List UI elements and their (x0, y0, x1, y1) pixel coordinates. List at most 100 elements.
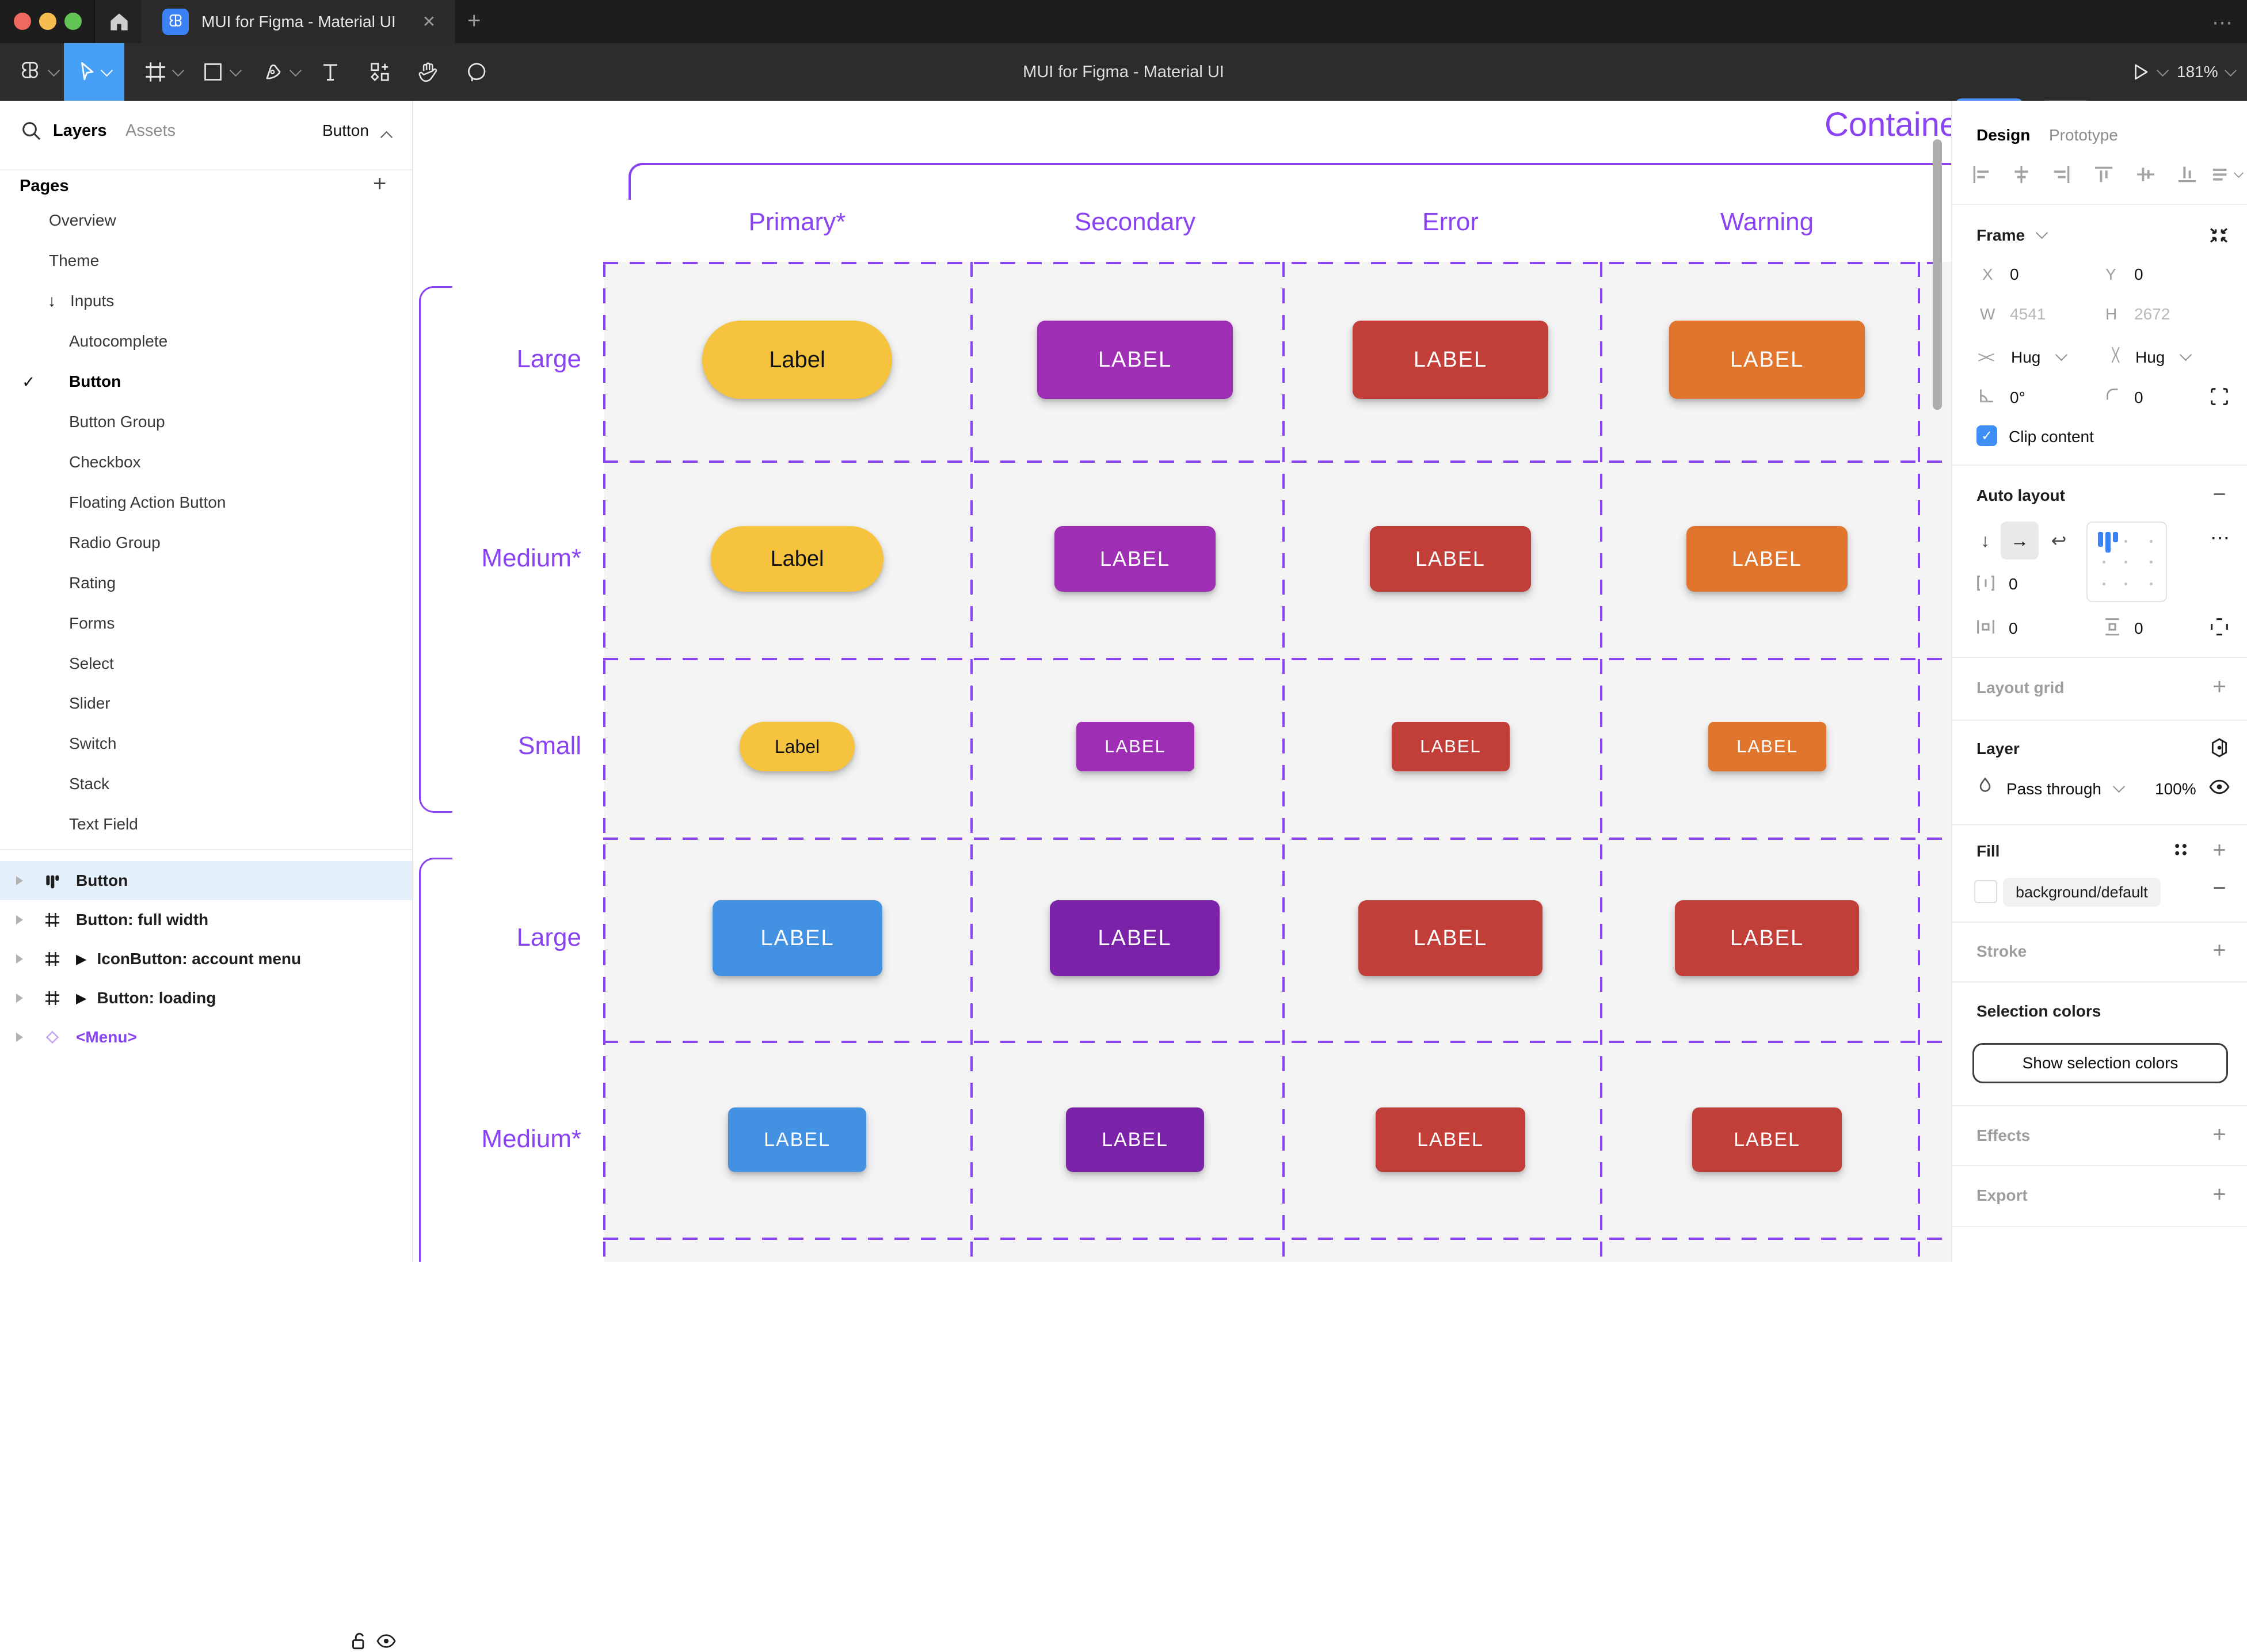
button-large-primary[interactable]: Label (702, 321, 892, 399)
row-label-large[interactable]: Large (516, 345, 581, 373)
page-item-radio-group[interactable]: Radio Group (69, 534, 161, 551)
blend-mode-select[interactable]: Pass through (2006, 780, 2101, 798)
button-large2-secondary[interactable]: LABEL (1050, 900, 1220, 976)
pen-tool[interactable] (258, 43, 289, 101)
button-large2-primary[interactable]: LABEL (713, 900, 882, 976)
auto-layout-more-options[interactable]: ⋯ (2210, 527, 2230, 549)
move-tool-selected[interactable] (64, 43, 124, 101)
button-medium2-primary[interactable]: LABEL (728, 1107, 866, 1172)
show-selection-colors-button[interactable]: Show selection colors (1972, 1043, 2228, 1083)
styles-icon[interactable] (2170, 839, 2192, 861)
tab-layers[interactable]: Layers (53, 121, 107, 140)
button-large-secondary[interactable]: LABEL (1037, 321, 1233, 399)
independent-corners-icon[interactable] (2208, 385, 2231, 408)
page-selector-chevron-up-icon[interactable] (380, 131, 393, 144)
button-medium-error[interactable]: LABEL (1370, 526, 1531, 592)
blend-styles-icon[interactable] (2208, 736, 2231, 759)
text-tool[interactable] (315, 43, 345, 101)
resources-tool[interactable] (364, 43, 396, 101)
button-medium2-warning[interactable]: LABEL (1692, 1107, 1842, 1172)
file-tab[interactable]: MUI for Figma - Material UI ✕ (142, 0, 455, 43)
button-large-warning[interactable]: LABEL (1669, 321, 1865, 399)
canvas-viewport[interactable]: Contained Primary* Secondary Error Warni… (413, 101, 1951, 1262)
page-selector[interactable]: Button (322, 121, 369, 139)
caret-right-icon[interactable] (16, 1033, 23, 1042)
layer-item-button-full-width[interactable]: Button: full width (0, 900, 412, 939)
row-label-medium[interactable]: Medium* (481, 544, 581, 572)
layer-item-iconbutton-account-menu[interactable]: ▶ IconButton: account menu (0, 939, 412, 979)
zoom-control[interactable]: 181% (2177, 43, 2237, 101)
tab-assets[interactable]: Assets (125, 121, 176, 140)
layer-item-menu-instance[interactable]: <Menu> (0, 1018, 412, 1057)
frame-header-chevron-icon[interactable] (2035, 226, 2048, 239)
caret-right-icon[interactable] (16, 876, 23, 885)
traffic-light-maximize[interactable] (64, 13, 82, 30)
chevron-down-icon[interactable] (2179, 348, 2192, 361)
row-label-small[interactable]: Small (517, 732, 581, 760)
page-item-overview[interactable]: Overview (49, 211, 116, 229)
traffic-light-close[interactable] (14, 13, 31, 30)
add-page-button[interactable]: + (373, 171, 387, 196)
button-medium2-error[interactable]: LABEL (1376, 1107, 1525, 1172)
align-horizontal-center-icon[interactable] (2010, 163, 2033, 186)
button-small-secondary[interactable]: LABEL (1076, 722, 1194, 771)
chevron-down-icon[interactable] (2112, 780, 2126, 793)
main-menu-chevron[interactable] (46, 43, 61, 101)
auto-layout-direction-down[interactable]: ↓ (1981, 530, 1990, 551)
add-effect-button[interactable]: + (2212, 1121, 2226, 1147)
canvas-vertical-scrollbar[interactable] (1933, 139, 1942, 410)
rotation-input[interactable]: 0° (2010, 389, 2025, 406)
button-small-error[interactable]: LABEL (1392, 722, 1510, 771)
page-item-autocomplete[interactable]: Autocomplete (69, 332, 168, 350)
present-button[interactable] (2123, 43, 2157, 101)
add-stroke-button[interactable]: + (2212, 937, 2226, 963)
page-item-button-group[interactable]: Button Group (69, 413, 165, 431)
eye-icon[interactable] (375, 1630, 397, 1652)
page-item-button-current[interactable]: ✓Button (22, 372, 121, 391)
frame-tool[interactable] (139, 43, 172, 101)
frame-section-header[interactable]: Frame (1976, 226, 2025, 244)
y-input[interactable]: 0 (2134, 265, 2143, 283)
x-input[interactable]: 0 (2010, 265, 2019, 283)
vertical-sizing-select[interactable]: Hug (2135, 348, 2165, 366)
caret-right-icon[interactable] (16, 954, 23, 964)
button-small-primary[interactable]: Label (740, 722, 855, 771)
column-header-secondary[interactable]: Secondary (1074, 208, 1196, 236)
caret-right-icon[interactable] (16, 994, 23, 1003)
auto-layout-direction-right-selected[interactable]: → (2001, 522, 2039, 559)
width-input[interactable]: 4541 (2010, 305, 2046, 323)
window-overflow-menu-icon[interactable]: ⋯ (2212, 10, 2234, 34)
comment-tool[interactable] (460, 43, 493, 101)
frame-tool-chevron[interactable] (170, 43, 185, 101)
pen-tool-chevron[interactable] (288, 43, 303, 101)
align-right-icon[interactable] (2050, 163, 2073, 186)
page-item-theme[interactable]: Theme (49, 252, 100, 269)
fill-color-swatch[interactable] (1974, 880, 1997, 903)
page-item-rating[interactable]: Rating (69, 574, 116, 592)
button-medium-secondary[interactable]: LABEL (1054, 526, 1216, 592)
auto-layout-alignment-pad[interactable] (2086, 522, 2167, 602)
page-item-slider[interactable]: Slider (69, 694, 111, 712)
chevron-down-icon[interactable] (2055, 348, 2068, 361)
row-label-large-2[interactable]: Large (516, 923, 581, 951)
hand-tool[interactable] (412, 43, 444, 101)
page-item-forms[interactable]: Forms (69, 614, 115, 632)
button-large2-warning[interactable]: LABEL (1675, 900, 1859, 976)
tidy-up-icon[interactable] (2210, 163, 2244, 186)
opacity-input[interactable]: 100% (2155, 780, 2196, 798)
add-export-button[interactable]: + (2212, 1181, 2226, 1207)
shape-tool-chevron[interactable] (228, 43, 243, 101)
tab-close-icon[interactable]: ✕ (422, 13, 436, 31)
column-header-primary[interactable]: Primary* (748, 208, 846, 236)
search-icon[interactable] (20, 119, 43, 142)
add-fill-button[interactable]: + (2212, 837, 2226, 863)
button-large2-error[interactable]: LABEL (1358, 900, 1543, 976)
button-medium-primary[interactable]: Label (711, 526, 883, 592)
layer-item-button-loading[interactable]: ▶ Button: loading (0, 979, 412, 1018)
traffic-light-minimize[interactable] (39, 13, 56, 30)
gap-input[interactable]: 0 (2009, 575, 2018, 593)
independent-padding-icon[interactable] (2208, 615, 2231, 638)
layer-item-button[interactable]: Button (0, 861, 412, 1650)
horizontal-sizing-select[interactable]: Hug (2011, 348, 2041, 366)
page-item-switch[interactable]: Switch (69, 734, 117, 752)
